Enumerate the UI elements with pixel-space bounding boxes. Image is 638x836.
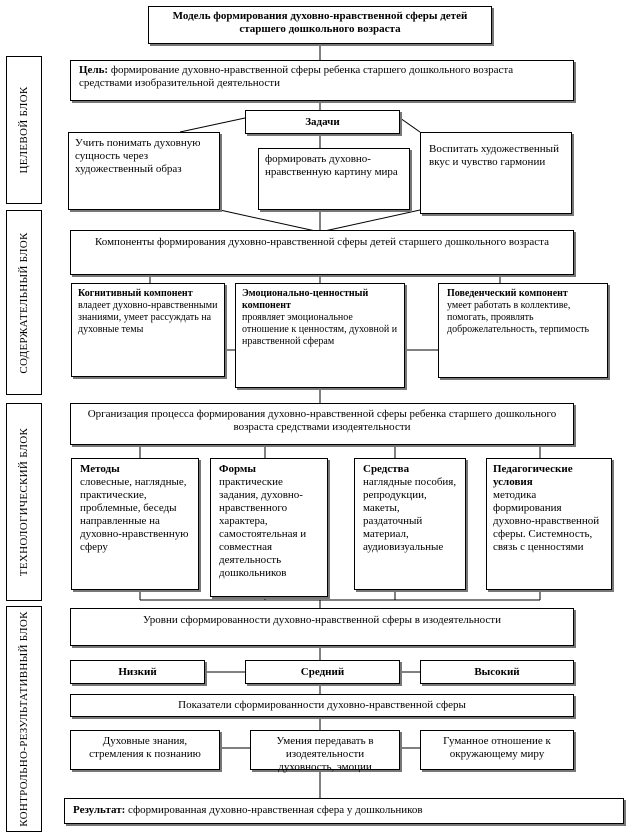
model-title-text: Модель формирования духовно-нравственной… xyxy=(172,10,468,35)
org-methods-text: словесные, наглядные, практические, проб… xyxy=(80,476,189,553)
side-block-target: ЦЕЛЕВОЙ БЛОК xyxy=(6,56,42,204)
org-methods-title: Методы xyxy=(80,463,120,475)
level-high-text: Высокий xyxy=(474,666,520,678)
level-high: Высокий xyxy=(420,660,574,684)
org-means-title: Средства xyxy=(363,463,410,475)
component-behavioral-text: умеет работать в коллективе, помогать, п… xyxy=(447,300,590,335)
model-title: Модель формирования духовно-нравственной… xyxy=(148,6,492,44)
component-cognitive-title: Когнитивный компонент xyxy=(78,288,193,299)
task-item-2-text: формировать духовно-нравственную картину… xyxy=(265,153,398,178)
indicator-skills-text: Умения передавать в изодеятельности духо… xyxy=(276,735,374,773)
side-block-content-label: СОДЕРЖАТЕЛЬНЫЙ БЛОК xyxy=(18,231,30,374)
organization-header-text: Организация процесса формирования духовн… xyxy=(87,408,557,433)
levels-header-text: Уровни сформированности духовно-нравстве… xyxy=(142,614,502,626)
component-cognitive-text: владеет духовно-нравственными знаниями, … xyxy=(78,300,218,335)
tasks-header: Задачи xyxy=(245,110,400,134)
side-block-control: КОНТРОЛЬНО-РЕЗУЛЬТАТИВНЫЙ БЛОК xyxy=(6,606,42,832)
level-medium: Средний xyxy=(245,660,400,684)
task-item-1-text: Учить понимать духовную сущность через х… xyxy=(75,137,201,175)
org-conditions-title: Педагогические условия xyxy=(493,463,573,488)
side-block-content: СОДЕРЖАТЕЛЬНЫЙ БЛОК xyxy=(6,210,42,395)
components-header: Компоненты формирования духовно-нравстве… xyxy=(70,230,574,275)
org-forms-text: практические задания, духовно-нравственн… xyxy=(219,476,307,579)
levels-header: Уровни сформированности духовно-нравстве… xyxy=(70,608,574,646)
org-conditions: Педагогические условия методика формиров… xyxy=(486,458,612,590)
level-low: Низкий xyxy=(70,660,205,684)
indicator-knowledge-text: Духовные знания, стремления к познанию xyxy=(89,735,201,760)
result-text: сформированная духовно-нравственная сфер… xyxy=(125,804,423,816)
side-block-tech: ТЕХНОЛОГИЧЕСКИЙ БЛОК xyxy=(6,403,42,601)
task-item-3: Воспитать художественный вкус и чувство … xyxy=(420,132,572,214)
org-means-text: наглядные пособия, репродукции, макеты, … xyxy=(363,476,457,553)
side-block-control-label: КОНТРОЛЬНО-РЕЗУЛЬТАТИВНЫЙ БЛОК xyxy=(18,611,30,827)
indicator-knowledge: Духовные знания, стремления к познанию xyxy=(70,730,220,770)
components-header-text: Компоненты формирования духовно-нравстве… xyxy=(95,236,549,248)
side-block-tech-label: ТЕХНОЛОГИЧЕСКИЙ БЛОК xyxy=(18,427,30,577)
indicators-header-text: Показатели сформированности духовно-нрав… xyxy=(178,699,466,711)
task-item-1: Учить понимать духовную сущность через х… xyxy=(68,132,220,210)
goal-label: Цель: xyxy=(79,64,109,76)
indicator-attitude-text: Гуманное отношение к окружающему миру xyxy=(443,735,551,760)
tasks-header-text: Задачи xyxy=(305,116,340,128)
side-block-target-label: ЦЕЛЕВОЙ БЛОК xyxy=(18,86,30,174)
goal-box: Цель: формирование духовно-нравственной … xyxy=(70,60,574,101)
indicators-header: Показатели сформированности духовно-нрав… xyxy=(70,694,574,717)
component-emotional-title: Эмоционально-ценностный компонент xyxy=(242,288,369,311)
org-forms-title: Формы xyxy=(219,463,256,475)
goal-text: формирование духовно-нравственной сферы … xyxy=(79,64,514,89)
org-forms: Формы практические задания, духовно-нрав… xyxy=(210,458,328,597)
org-means: Средства наглядные пособия, репродукции,… xyxy=(354,458,466,590)
task-item-2: формировать духовно-нравственную картину… xyxy=(258,148,410,210)
result-box: Результат: сформированная духовно-нравст… xyxy=(64,798,624,824)
org-methods: Методы словесные, наглядные, практически… xyxy=(71,458,199,590)
indicator-attitude: Гуманное отношение к окружающему миру xyxy=(420,730,574,770)
component-cognitive: Когнитивный компонент владеет духовно-нр… xyxy=(71,283,225,377)
result-label: Результат: xyxy=(73,804,126,816)
component-behavioral-title: Поведенческий компонент xyxy=(447,288,568,299)
indicator-skills: Умения передавать в изодеятельности духо… xyxy=(250,730,400,773)
organization-header: Организация процесса формирования духовн… xyxy=(70,403,574,445)
org-conditions-text: методика формирования духовно-нравственн… xyxy=(493,489,600,553)
task-item-3-text: Воспитать художественный вкус и чувство … xyxy=(429,143,559,168)
component-emotional: Эмоционально-ценностный компонент проявл… xyxy=(235,283,405,388)
level-low-text: Низкий xyxy=(118,666,157,678)
component-emotional-text: проявляет эмоциональное отношение к ценн… xyxy=(242,312,398,347)
component-behavioral: Поведенческий компонент умеет работать в… xyxy=(438,283,608,378)
level-medium-text: Средний xyxy=(300,666,345,678)
